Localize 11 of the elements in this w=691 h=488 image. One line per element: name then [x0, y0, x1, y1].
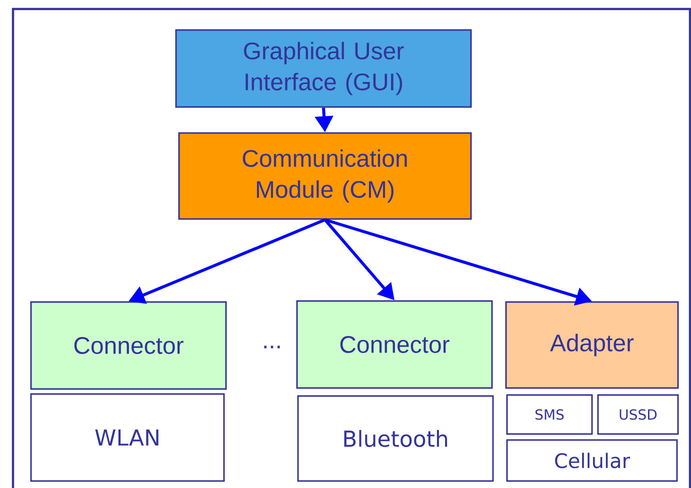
- ellipsis: ...: [264, 346, 280, 348]
- module-box: Graphical User Interface (GUI): [175, 29, 472, 108]
- connector-box: Connector: [30, 301, 227, 390]
- module-box: Communication Module (CM): [178, 132, 472, 220]
- adapter-box: Adapter: [505, 301, 679, 389]
- protocol-box: USSD: [597, 394, 679, 435]
- protocol-box: SMS: [506, 394, 593, 435]
- protocol-box: Cellular: [506, 439, 678, 482]
- connector-box: Connector: [296, 300, 493, 389]
- technology-box: Bluetooth: [297, 395, 494, 482]
- technology-box: WLAN: [30, 393, 225, 482]
